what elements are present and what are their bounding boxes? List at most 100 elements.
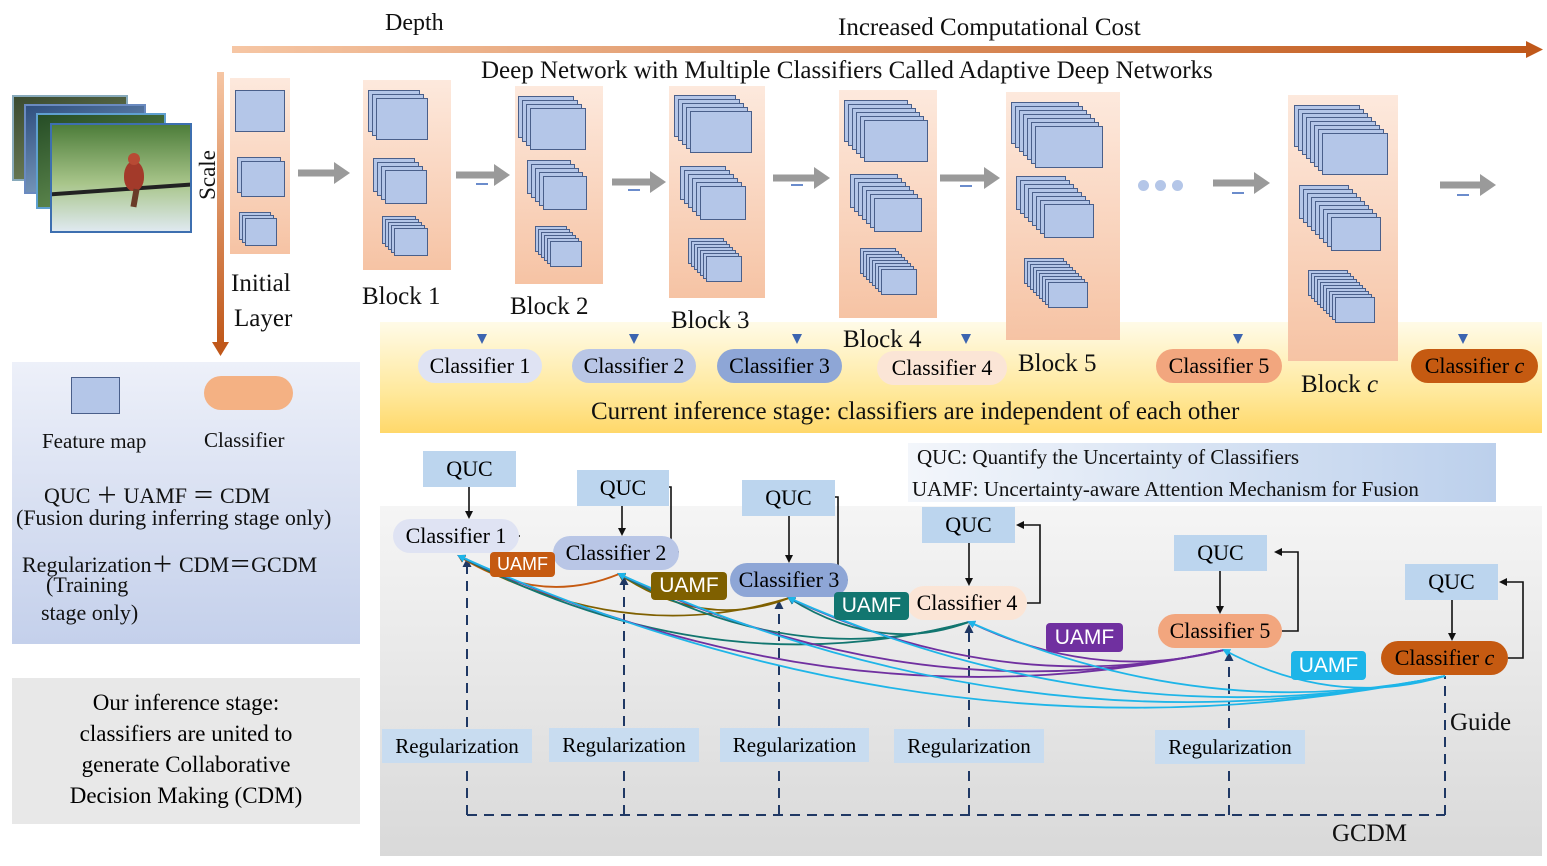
gcdm-classifier-2: Classifier 2 <box>553 536 679 570</box>
our-stage-panel <box>12 678 360 824</box>
initial-layer-label-1: Initial <box>231 270 291 297</box>
legend-equation-1-note: (Fusion during inferring stage only) <box>16 505 332 530</box>
definitions-box <box>908 443 1496 502</box>
cost-arrow-shaft <box>232 46 1528 53</box>
top-classifier-1: Classifier 1 <box>418 349 542 383</box>
quc-feedback-arrow-3 <box>1016 521 1041 604</box>
legend-feature-map-label: Feature map <box>42 429 147 453</box>
quc-box-c: QUC <box>1405 564 1498 600</box>
feature-map <box>690 111 752 153</box>
feature-map <box>550 241 582 267</box>
scale-arrow-head <box>212 342 229 356</box>
feature-map <box>245 218 277 246</box>
gcdm-classifier-c: Classifier c <box>1381 641 1508 675</box>
block-1-label: Block 1 <box>362 283 441 310</box>
fusion-curve-2-3 <box>457 555 970 646</box>
gcdm-classifier-3: Classifier 3 <box>730 563 848 597</box>
scale-label: Scale <box>195 150 220 200</box>
feature-map <box>881 269 917 295</box>
feature-map <box>543 176 587 210</box>
top-classifier-4: Classifier 4 <box>877 351 1007 385</box>
gcdm-classifier-1: Classifier 1 <box>393 519 519 553</box>
feature-map <box>1331 217 1381 251</box>
quc-feedback-arrow-5 <box>1499 578 1524 659</box>
cost-arrow-head <box>1526 41 1543 58</box>
legend-feature-map-swatch <box>71 377 120 414</box>
block-5-label: Block 5 <box>1018 350 1097 377</box>
current-stage-text: Current inference stage: classifiers are… <box>591 398 1240 425</box>
block-arrow-head-2 <box>650 171 666 193</box>
guide-label: Guide <box>1450 709 1512 736</box>
initial-layer-label-2: Layer <box>234 305 293 332</box>
definition-quc: QUC: Quantify the Uncertainty of Classif… <box>917 445 1299 469</box>
feature-map <box>706 256 742 282</box>
feature-map <box>1048 282 1088 308</box>
block-arrow-head-5 <box>1254 172 1270 194</box>
fusion-curve-4-5 <box>457 554 1446 709</box>
regularization-box-3: Regularization <box>720 728 869 762</box>
feature-map <box>530 108 586 150</box>
legend-equation-2-note-1: (Training <box>46 572 129 597</box>
quc-feedback-arrow-4 <box>1274 548 1299 632</box>
fusion-curve-4-4 <box>617 572 1446 703</box>
feature-map <box>394 228 428 256</box>
fusion-curve-4-1 <box>1222 649 1446 689</box>
gcdm-classifier-5: Classifier 5 <box>1158 614 1282 648</box>
network-title: Deep Network with Multiple Classifiers C… <box>481 57 1213 84</box>
feature-map <box>1044 204 1094 238</box>
legend-classifier-swatch <box>204 376 293 410</box>
feature-map <box>874 198 922 232</box>
block-4-label: Block 4 <box>843 326 922 353</box>
regularization-box-5: Regularization <box>1155 730 1305 764</box>
quc-box-2: QUC <box>577 470 669 506</box>
definition-uamf: UAMF: Uncertainty-aware Attention Mechan… <box>912 477 1419 501</box>
uamf-label-3: UAMF <box>834 592 909 620</box>
legend-classifier-label: Classifier <box>204 428 285 452</box>
uamf-label-5: UAMF <box>1291 651 1366 680</box>
our-stage-text: Our inference stage: classifiers are uni… <box>69 690 303 808</box>
cost-label: Increased Computational Cost <box>838 14 1141 41</box>
uamf-label-4: UAMF <box>1046 623 1123 652</box>
block-3-label: Block 3 <box>671 307 750 334</box>
quc-box-4: QUC <box>922 507 1015 543</box>
uamf-label-2: UAMF <box>651 572 727 600</box>
regularization-box-1: Regularization <box>382 729 532 763</box>
bird-photo <box>50 123 192 233</box>
block-arrow-head-4 <box>984 167 1000 189</box>
feature-map <box>1322 133 1388 175</box>
legend-panel <box>12 362 360 644</box>
top-classifier-5: Classifier 5 <box>1156 349 1282 383</box>
regularization-box-2: Regularization <box>549 728 699 762</box>
top-classifier-3: Classifier 3 <box>717 349 842 383</box>
block-arrow-head-1 <box>494 164 510 186</box>
top-classifier-2: Classifier 2 <box>572 349 696 383</box>
gcdm-classifier-4: Classifier 4 <box>907 586 1027 620</box>
feature-map <box>235 90 285 132</box>
feature-map <box>864 120 928 162</box>
block-c-label: Block c <box>1301 371 1379 398</box>
legend-equation-2-note-2: stage only) <box>41 600 139 625</box>
feature-map <box>241 161 285 197</box>
feature-map <box>1035 126 1103 168</box>
gcdm-label: GCDM <box>1332 820 1408 847</box>
scale-arrow-shaft <box>217 72 224 344</box>
block-arrow-head-6 <box>1480 174 1496 196</box>
depth-label: Depth <box>385 10 444 36</box>
legend-equation-2: Regularization＋ CDM＝GCDM <box>22 552 318 577</box>
feature-map <box>700 186 746 220</box>
quc-box-5: QUC <box>1174 535 1267 571</box>
legend-equation-1: QUC ＋ UAMF ＝ CDM <box>44 483 271 508</box>
feature-map <box>385 170 427 204</box>
top-classifier-c: Classifier c <box>1411 349 1538 383</box>
block-arrow-head-3 <box>814 167 830 189</box>
regularization-box-4: Regularization <box>894 729 1044 763</box>
feature-map <box>1335 297 1375 323</box>
feature-map <box>376 98 428 140</box>
quc-box-1: QUC <box>423 451 516 487</box>
block-arrow-head-0 <box>334 162 350 184</box>
block-2-label: Block 2 <box>510 293 589 320</box>
uamf-label-1: UAMF <box>490 552 555 577</box>
quc-box-3: QUC <box>742 480 835 516</box>
